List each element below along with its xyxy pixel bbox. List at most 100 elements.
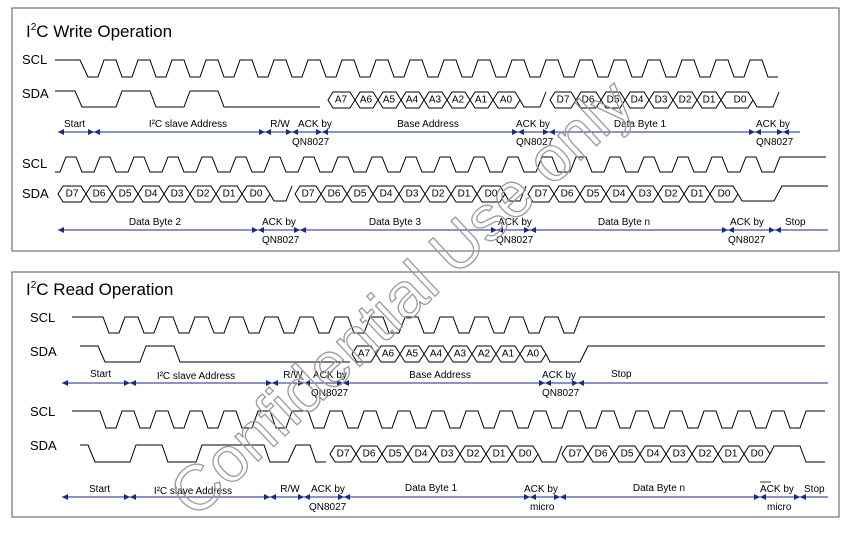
- annotation-row: Data Byte 2 ACK by QN8027 Data Byte 3 AC…: [58, 217, 828, 246]
- bit-label: D4: [415, 449, 428, 460]
- arrowhead: [294, 227, 300, 233]
- bit-label: D4: [647, 449, 660, 460]
- annotation-ack-source: QN8027: [309, 502, 347, 513]
- bit-label: D7: [535, 189, 548, 200]
- bit-label: D4: [380, 189, 393, 200]
- arrowhead: [266, 380, 272, 386]
- arrowhead: [292, 129, 298, 135]
- arrowhead: [572, 380, 578, 386]
- signal-label-sda: SDA: [30, 438, 57, 453]
- annotation-ack-source: QN8027: [292, 137, 330, 148]
- bit-label: D1: [725, 449, 738, 460]
- annotation-ack: ACK by: [298, 119, 332, 130]
- bit-label: D0: [751, 449, 764, 460]
- annotation-ack: ACK by: [516, 119, 550, 130]
- arrowhead: [62, 380, 68, 386]
- bit-label: D0: [734, 95, 747, 106]
- annotation-ack: ACK by: [498, 217, 532, 228]
- annotation-start: Start: [90, 369, 111, 380]
- bit-label: A2: [478, 349, 491, 360]
- sda-bus-data: D7 D6 D5 D4 D3 D2 D1 D0: [57, 185, 271, 203]
- bit-label: D2: [467, 449, 480, 460]
- arrowhead: [300, 227, 306, 233]
- bit-label: D3: [639, 189, 652, 200]
- signal-label-scl: SCL: [22, 156, 47, 171]
- arrowhead: [530, 494, 536, 500]
- arrowhead: [524, 227, 530, 233]
- read-operation-panel: I2C Read Operation SCL SDA A7 A6 A5 A4 A…: [11, 271, 840, 518]
- signal-label-sda: SDA: [30, 344, 57, 359]
- annotation-start: Start: [89, 484, 110, 495]
- scl-waveform: [55, 59, 778, 78]
- arrowhead: [775, 227, 781, 233]
- bit-label: D0: [718, 189, 731, 200]
- bit-label: D1: [493, 449, 506, 460]
- bit-label: A7: [335, 95, 348, 106]
- bit-label: D4: [145, 189, 158, 200]
- bit-label: D2: [679, 95, 692, 106]
- bit-label: D2: [197, 189, 210, 200]
- annotation-ack-source: micro: [530, 502, 555, 513]
- arrowhead: [760, 494, 766, 500]
- annotation-start: Start: [64, 119, 85, 130]
- annotation-ack: ACK by: [756, 119, 790, 130]
- annotation-ack-source: QN8027: [728, 235, 766, 246]
- annotation-ack: ACK by: [313, 370, 347, 381]
- annotation-ack-source: QN8027: [262, 235, 300, 246]
- annotation-ack-source: QN8027: [516, 137, 554, 148]
- arrowhead: [304, 494, 310, 500]
- arrowhead: [545, 380, 551, 386]
- bit-label: D5: [389, 449, 402, 460]
- annotation-row: Start I²C slave Address R/W ACK by QN802…: [58, 119, 800, 148]
- bit-label: D1: [703, 95, 716, 106]
- bit-label: A4: [406, 95, 419, 106]
- bit-label: D5: [354, 189, 367, 200]
- sda-bus-data: D7 D6 D5 D4 D3 D2 D1 D0: [527, 185, 739, 203]
- annotation-base-address: Base Address: [397, 119, 459, 130]
- arrowhead: [344, 494, 350, 500]
- bit-label: D4: [613, 189, 626, 200]
- bit-label: A6: [360, 95, 373, 106]
- arrowhead: [338, 494, 344, 500]
- sda-waveform-stop: [545, 345, 825, 363]
- bit-label: D6: [595, 449, 608, 460]
- annotation-data-byte: Data Byte n: [633, 483, 685, 494]
- annotation-ack: ACK by: [760, 484, 794, 495]
- arrowhead: [800, 494, 806, 500]
- annotation-data-byte: Data Byte 3: [369, 217, 422, 228]
- bit-label: A0: [500, 95, 513, 106]
- bit-label: D3: [655, 95, 668, 106]
- annotation-ack-source: QN8027: [756, 137, 794, 148]
- arrowhead: [298, 494, 304, 500]
- bit-label: A5: [406, 349, 419, 360]
- sda-waveform-address: [80, 444, 326, 463]
- arrowhead: [755, 129, 761, 135]
- arrowhead: [497, 227, 503, 233]
- annotation-rw: R/W: [280, 484, 300, 495]
- arrowhead: [539, 380, 545, 386]
- signal-label-scl: SCL: [22, 52, 47, 67]
- arrowhead: [265, 129, 271, 135]
- bit-label: A3: [429, 95, 442, 106]
- bit-label: D6: [328, 189, 341, 200]
- bit-label: A4: [430, 349, 443, 360]
- arrowhead: [518, 129, 524, 135]
- bit-label: D6: [582, 95, 595, 106]
- bit-label: D0: [519, 449, 532, 460]
- arrowhead: [286, 129, 292, 135]
- sda-waveform-ack: [269, 185, 293, 202]
- bit-label: D3: [441, 449, 454, 460]
- scl-waveform: [72, 410, 825, 429]
- annotation-data-byte: Data Byte 2: [129, 217, 182, 228]
- arrowhead: [722, 227, 728, 233]
- panel-title: I2C Write Operation: [26, 22, 172, 41]
- arrowhead: [754, 494, 760, 500]
- sda-bus-data: D7 D6 D5 D4 D3 D2 D1 D0: [329, 445, 539, 463]
- arrowhead: [530, 227, 536, 233]
- arrowhead: [124, 380, 130, 386]
- annotation-data-byte: Data Byte 1: [405, 483, 458, 494]
- annotation-data-byte: Data Byte n: [598, 217, 650, 228]
- annotation-data-byte: Data Byte 1: [614, 119, 667, 130]
- arrowhead: [272, 380, 278, 386]
